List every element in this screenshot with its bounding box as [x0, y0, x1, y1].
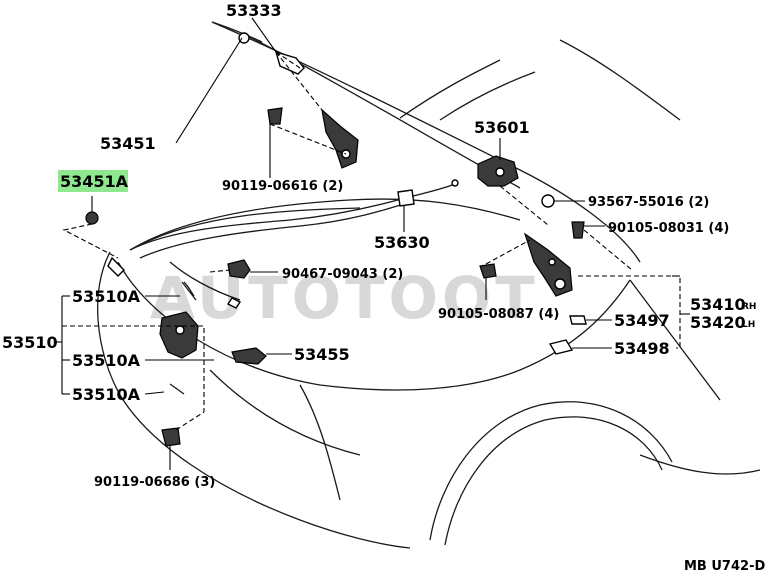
part-label-90119-06686[interactable]: 90119-06686 (3): [94, 475, 215, 490]
part-label-53410-side: RH: [742, 302, 756, 312]
part-label-90119-06616[interactable]: 90119-06616 (2): [222, 179, 343, 194]
hood-hinge-upper: [321, 108, 359, 169]
cable-clamp: [227, 259, 251, 279]
part-label-53451[interactable]: 53451: [100, 134, 156, 153]
leader-lines: [56, 17, 690, 470]
part-label-53510a-bottom[interactable]: 53510A: [72, 385, 141, 404]
hood-latch-assembly: [159, 281, 242, 395]
part-label-90467-09043[interactable]: 90467-09043 (2): [282, 267, 403, 282]
vehicle-body-outline: [97, 21, 761, 549]
part-label-53420-side: LH: [742, 320, 755, 330]
part-label-53420[interactable]: 53420: [690, 313, 746, 332]
hood-rod-holder-clip: [274, 50, 305, 75]
bolt-icons: [85, 107, 587, 447]
part-label-53455[interactable]: 53455: [294, 345, 350, 364]
hood-release-cable: [129, 179, 459, 301]
part-label-53410[interactable]: 53410: [690, 295, 746, 314]
watermark: AUTOTOOT: [150, 264, 539, 332]
part-label-53510a-top[interactable]: 53510A: [72, 287, 141, 306]
part-label-93567-55016[interactable]: 93567-55016 (2): [588, 195, 709, 210]
part-label-53630[interactable]: 53630: [374, 233, 430, 252]
part-label-90105-08087[interactable]: 90105-08087 (4): [438, 307, 559, 322]
part-label-53333[interactable]: 53333: [226, 1, 282, 20]
part-label-53497[interactable]: 53497: [614, 311, 670, 330]
part-label-53510a-mid[interactable]: 53510A: [72, 351, 141, 370]
part-label-53451a[interactable]: 53451A: [60, 172, 129, 191]
part-label-90105-08031[interactable]: 90105-08031 (4): [608, 221, 729, 236]
diagram-reference: MB U742-D: [684, 559, 765, 574]
hood-lock: [477, 155, 519, 187]
part-label-53498[interactable]: 53498: [614, 339, 670, 358]
part-label-53510[interactable]: 53510: [2, 333, 58, 352]
highlight-marker: [58, 170, 128, 192]
hood-lock-support: [231, 347, 267, 365]
hood-support-rod: [107, 32, 250, 277]
part-label-53601[interactable]: 53601: [474, 118, 530, 137]
hood-hinge: [523, 232, 573, 297]
